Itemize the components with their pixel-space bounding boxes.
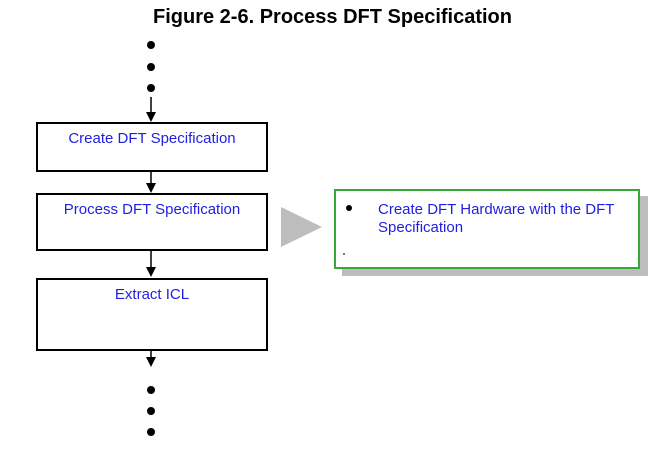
ellipsis-dot (147, 84, 155, 92)
step-label: Create DFT Specification (68, 130, 236, 147)
callout-mark (343, 253, 345, 255)
flow-arrowhead (146, 267, 156, 277)
flow-arrowhead (146, 357, 156, 367)
ellipsis-dot (147, 41, 155, 49)
flow-arrowhead (146, 112, 156, 122)
flow-arrowhead (146, 183, 156, 193)
step-process-dft-specification: Process DFT Specification (36, 193, 268, 251)
callout-item: Create DFT Hardware with the DFT Specifi… (378, 201, 615, 236)
step-label: Process DFT Specification (63, 201, 241, 218)
step-extract-icl: Extract ICL (36, 278, 268, 351)
pointer-arrow-icon (281, 207, 322, 247)
ellipsis-dot (147, 428, 155, 436)
bullet-icon (346, 205, 352, 211)
ellipsis-dot (147, 386, 155, 394)
figure-title: Figure 2-6. Process DFT Specification (153, 6, 512, 28)
step-label: Extract ICL (114, 286, 190, 303)
ellipsis-dot (147, 63, 155, 71)
step-create-dft-specification: Create DFT Specification (36, 122, 268, 172)
callout-box: Create DFT Hardware with the DFT Specifi… (334, 189, 640, 269)
ellipsis-dot (147, 407, 155, 415)
